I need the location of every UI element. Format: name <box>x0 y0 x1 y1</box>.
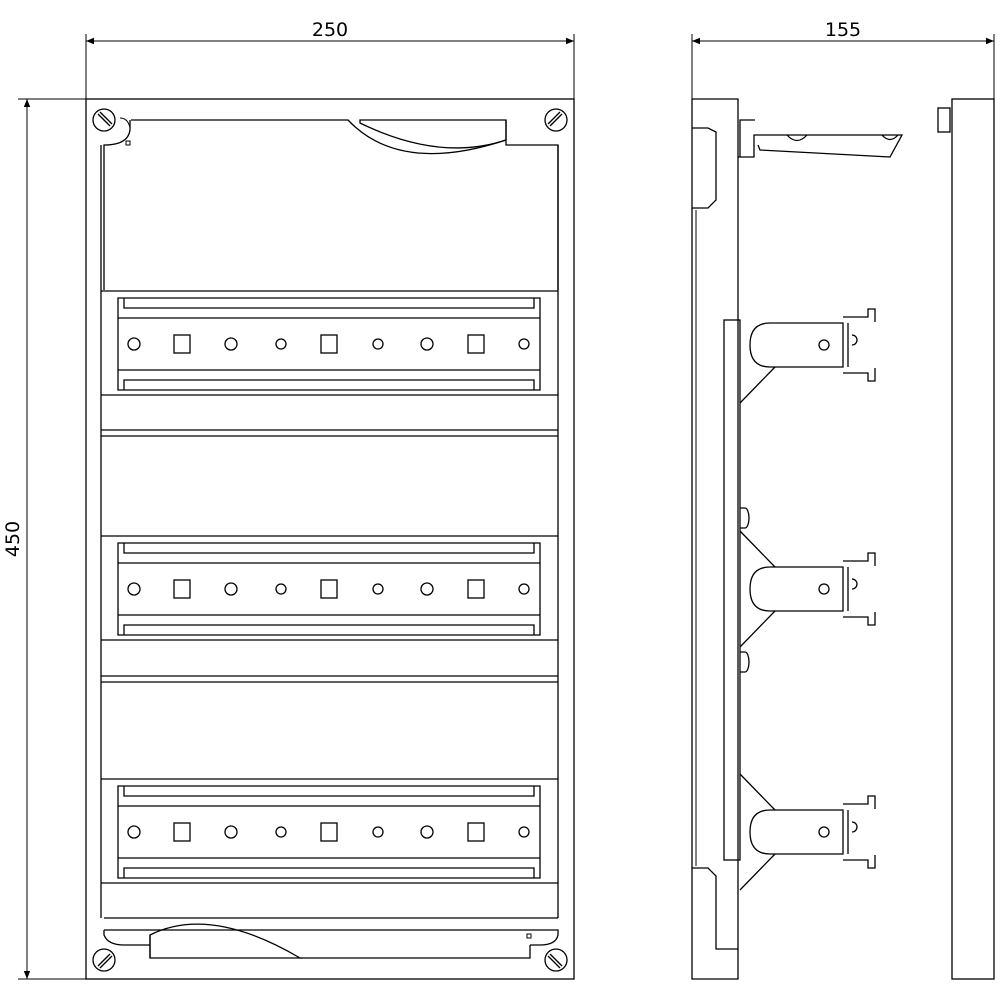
dimension-height-label: 450 <box>2 521 24 557</box>
rail-slot <box>467 334 485 354</box>
rail-hole <box>518 338 530 350</box>
rail-hole <box>420 582 434 596</box>
mount-bolt <box>740 651 750 673</box>
side-mount-plate <box>723 319 741 861</box>
rail-slot <box>320 822 338 842</box>
dimension-depth: 155 <box>691 19 995 99</box>
top-cover <box>103 119 559 290</box>
dimension-width-label: 250 <box>312 19 348 41</box>
rail-hole <box>372 338 384 350</box>
rail-hole <box>127 825 141 839</box>
rail-slot <box>173 334 191 354</box>
bottom-cover <box>103 917 559 946</box>
rail-hole <box>420 825 434 839</box>
rail-hole <box>372 583 384 595</box>
rail-slot <box>320 334 338 354</box>
side-front-cover <box>951 98 995 980</box>
dimension-width: 250 <box>85 19 575 99</box>
dimension-height: 450 <box>2 98 86 980</box>
rail-hole <box>275 583 287 595</box>
rail-slot <box>173 822 191 842</box>
rail-hole <box>224 582 238 596</box>
rail-hole <box>372 826 384 838</box>
front-view <box>85 98 575 980</box>
rail-hole <box>224 825 238 839</box>
corner-screw-bottom-left <box>92 948 116 972</box>
rail-slot <box>173 579 191 599</box>
top-cover-handle <box>359 119 507 149</box>
rail-hole <box>127 582 141 596</box>
rail-hole <box>275 338 287 350</box>
side-rail-bracket-1 <box>739 308 876 404</box>
side-rail-bracket-3 <box>739 773 876 891</box>
corner-screw-top-right <box>544 108 568 132</box>
rail-hole <box>518 826 530 838</box>
side-top-bracket <box>738 134 904 158</box>
rail-slot <box>320 579 338 599</box>
dimension-depth-label: 155 <box>825 19 861 41</box>
rail-hole <box>518 583 530 595</box>
rail-hole <box>224 337 238 351</box>
rail-hole <box>127 337 141 351</box>
side-brackets <box>739 308 876 891</box>
mount-bolt <box>740 507 750 529</box>
din-rail-1 <box>101 290 558 396</box>
rail-slot <box>467 579 485 599</box>
rail-slot <box>467 822 485 842</box>
rail-hole <box>420 337 434 351</box>
front-rails <box>100 145 559 918</box>
bottom-cover-handle <box>149 923 303 959</box>
side-rail-bracket-2 <box>739 530 876 648</box>
corner-screw-bottom-right <box>544 948 568 972</box>
enclosure-outline <box>85 98 575 980</box>
rail-hole <box>275 826 287 838</box>
din-rail-3 <box>101 778 558 884</box>
side-view <box>691 98 995 980</box>
din-rail-2 <box>101 535 558 641</box>
side-back-wall <box>691 98 739 980</box>
corner-screw-top-left <box>92 108 116 132</box>
